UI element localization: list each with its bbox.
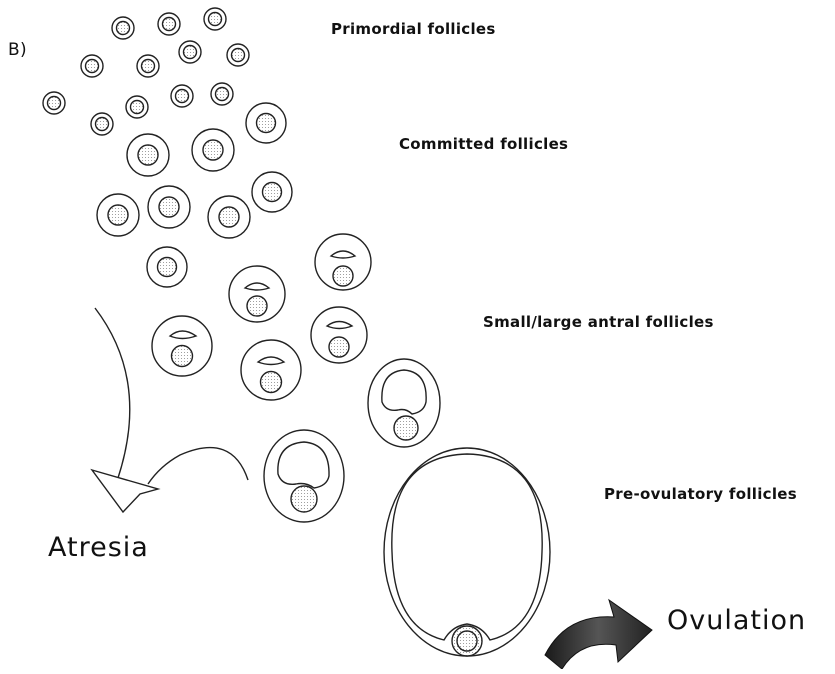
- label-antral: Small/large antral follicles: [483, 313, 714, 331]
- primordial-follicle: [171, 85, 193, 107]
- large-antral-follicle: [368, 359, 440, 447]
- panel-label: B): [8, 40, 27, 60]
- label-atresia: Atresia: [48, 532, 149, 563]
- large-antral-follicle: [264, 430, 344, 522]
- label-primordial: Primordial follicles: [331, 20, 496, 38]
- primordial-follicle: [91, 113, 113, 135]
- committed-follicle: [192, 129, 234, 171]
- atresia-arrow-curve-right: [148, 448, 248, 484]
- label-committed: Committed follicles: [399, 135, 568, 153]
- committed-follicle: [127, 134, 169, 176]
- antral-follicle: [311, 307, 367, 363]
- antral-follicle: [229, 266, 285, 322]
- primordial-follicle: [204, 8, 226, 30]
- primordial-follicle: [112, 17, 134, 39]
- primordial-follicle: [179, 41, 201, 63]
- preovulatory-follicle: [384, 448, 550, 656]
- primordial-follicles: [43, 8, 249, 135]
- label-ovulation: Ovulation: [667, 605, 806, 636]
- antral-follicle: [152, 316, 212, 376]
- atresia-arrows: [92, 308, 248, 512]
- primordial-follicle: [126, 96, 148, 118]
- primordial-follicle: [43, 92, 65, 114]
- committed-follicle: [208, 196, 250, 238]
- primordial-follicle: [158, 13, 180, 35]
- committed-follicle: [147, 247, 187, 287]
- committed-follicles: [97, 103, 292, 287]
- ovulation-arrow: [545, 600, 652, 669]
- primordial-follicle: [227, 44, 249, 66]
- label-preovulatory: Pre-ovulatory follicles: [604, 485, 797, 503]
- atresia-arrowhead: [92, 470, 158, 512]
- committed-follicle: [252, 172, 292, 212]
- antral-follicle: [315, 234, 371, 290]
- primordial-follicle: [137, 55, 159, 77]
- atresia-arrow-curve-left: [95, 308, 130, 478]
- antral-follicle: [241, 340, 301, 400]
- committed-follicle: [148, 186, 190, 228]
- committed-follicle: [246, 103, 286, 143]
- primordial-follicle: [81, 55, 103, 77]
- primordial-follicle: [211, 83, 233, 105]
- committed-follicle: [97, 194, 139, 236]
